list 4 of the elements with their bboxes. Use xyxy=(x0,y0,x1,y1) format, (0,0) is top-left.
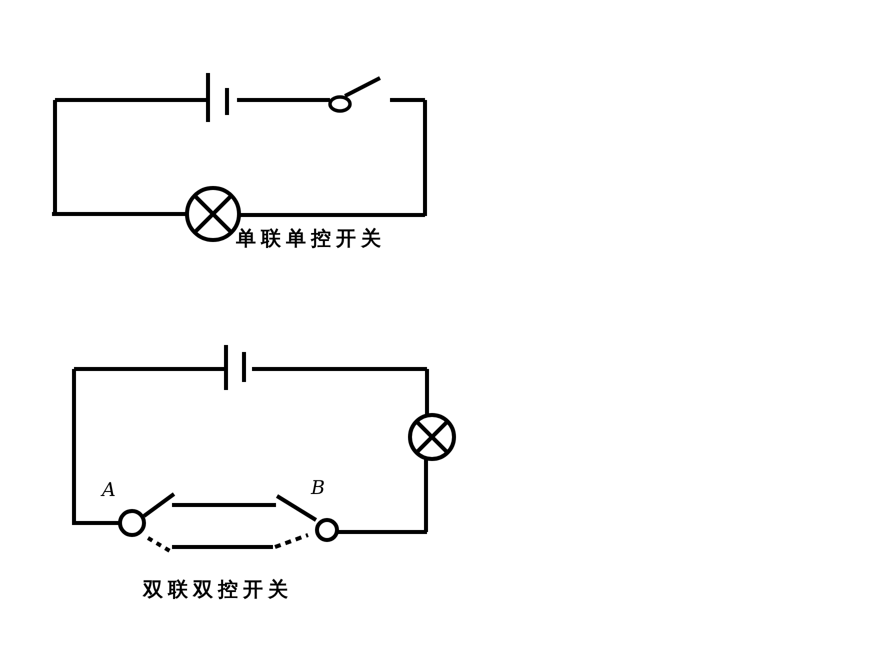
switch-label: A xyxy=(102,481,116,500)
circuit-caption: 双联双控开关 xyxy=(143,579,293,599)
circuit-caption: 单联单控开关 xyxy=(236,228,386,248)
switch-label: B xyxy=(311,479,325,498)
